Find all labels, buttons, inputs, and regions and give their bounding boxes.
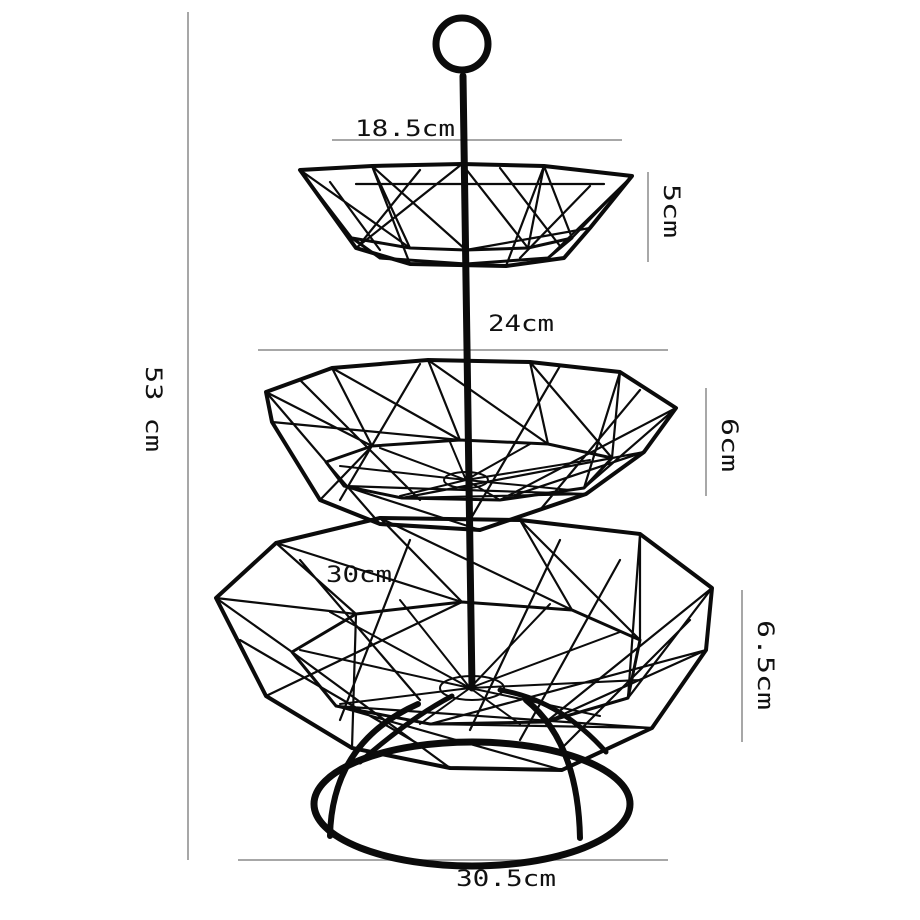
dimension-labels: 18.5cm 5cm 24cm 6cm 30cm 6.5cm 53 cm 30.…	[140, 117, 777, 892]
central-pole	[432, 14, 492, 692]
middle-tier-spokes	[339, 441, 591, 501]
base-leg-left	[327, 701, 421, 839]
bottom-tier-diameter-label: 30cm	[326, 563, 392, 588]
bottom-tier-height-label: 6.5cm	[752, 620, 777, 710]
middle-tier-height-label: 6cm	[716, 418, 741, 472]
middle-tier-lattice	[264, 358, 678, 532]
top-handle-ring[interactable]	[432, 14, 492, 74]
bottom-tier-basket	[214, 516, 714, 772]
top-tier-diameter-label: 18.5cm	[355, 117, 455, 142]
base-leg-back-right	[497, 687, 609, 755]
middle-tier-basket	[264, 358, 678, 532]
top-tier-height-label: 5cm	[658, 184, 683, 238]
total-height-label: 53 cm	[140, 366, 165, 452]
base-ring	[310, 738, 634, 870]
pole-shaft	[459, 72, 476, 692]
middle-tier-floor	[324, 438, 614, 502]
dimension-guides	[187, 12, 743, 861]
base-width-label: 30.5cm	[456, 867, 556, 892]
top-tier-basket	[298, 162, 634, 268]
bottom-tier-lattice	[214, 516, 714, 772]
middle-tier-hub	[443, 471, 489, 489]
fruit-basket-illustration	[214, 14, 714, 870]
top-tier-lattice	[298, 162, 634, 268]
middle-tier-diameter-label: 24cm	[488, 312, 554, 337]
